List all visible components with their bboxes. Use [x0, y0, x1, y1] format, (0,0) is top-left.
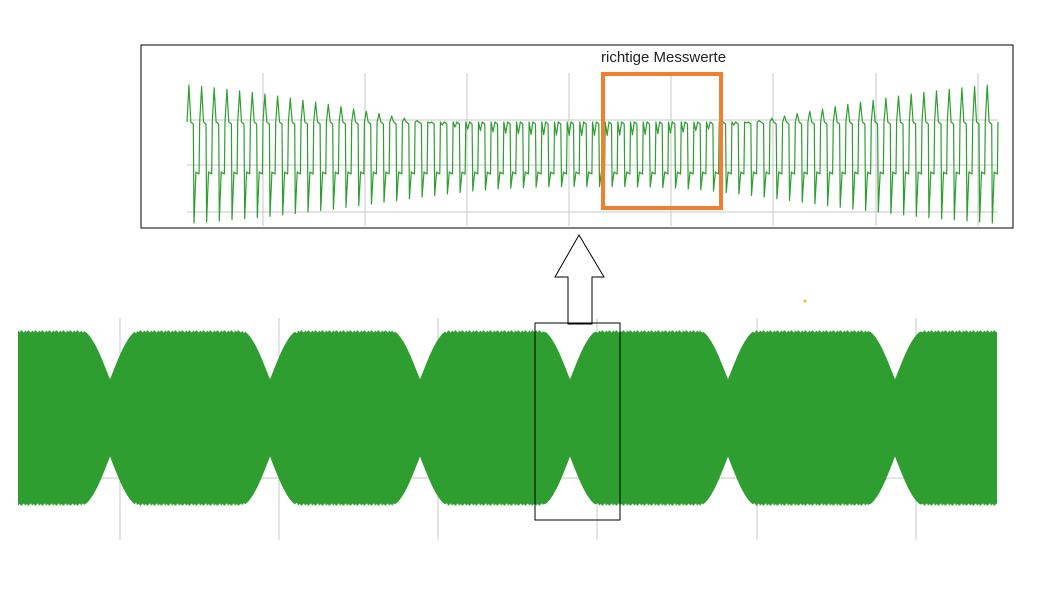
up-arrow-icon: [554, 234, 605, 325]
zoom-region-box: [534, 322, 621, 521]
marker-dot: [803, 299, 807, 303]
full-signal-envelope: [18, 330, 997, 506]
full-signal-chart: [18, 318, 997, 540]
highlight-box: [601, 72, 723, 210]
zoomed-chart: richtige Messwerte: [140, 44, 1014, 229]
zoomed-chart-frame: [140, 44, 1014, 229]
zoomed-pulse-line: [186, 84, 999, 224]
zoomed-chart-grid: [187, 73, 998, 226]
zoomed-chart-series: [186, 84, 999, 224]
highlight-label: richtige Messwerte: [601, 49, 726, 66]
